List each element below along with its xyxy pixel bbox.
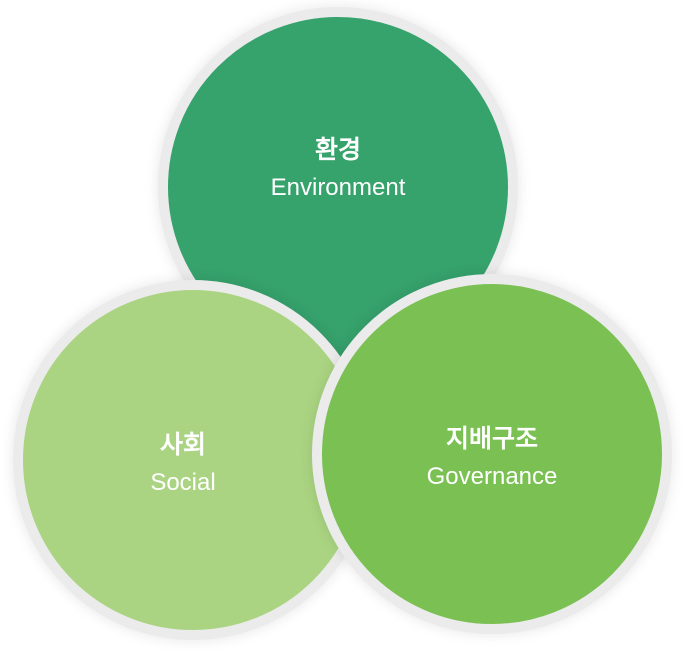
environment-title-en: Environment bbox=[270, 174, 406, 201]
environment-label: 환경 Environment bbox=[168, 135, 508, 203]
governance-title-en: Governance bbox=[426, 463, 558, 490]
governance-label: 지배구조 Governance bbox=[322, 424, 662, 492]
governance-circle: 지배구조 Governance bbox=[312, 274, 672, 634]
environment-title-ko: 환경 bbox=[314, 136, 361, 164]
social-label: 사회 Social bbox=[13, 430, 353, 498]
social-title-ko: 사회 bbox=[159, 431, 206, 459]
social-title-en: Social bbox=[150, 469, 216, 496]
governance-title-ko: 지배구조 bbox=[445, 425, 538, 453]
